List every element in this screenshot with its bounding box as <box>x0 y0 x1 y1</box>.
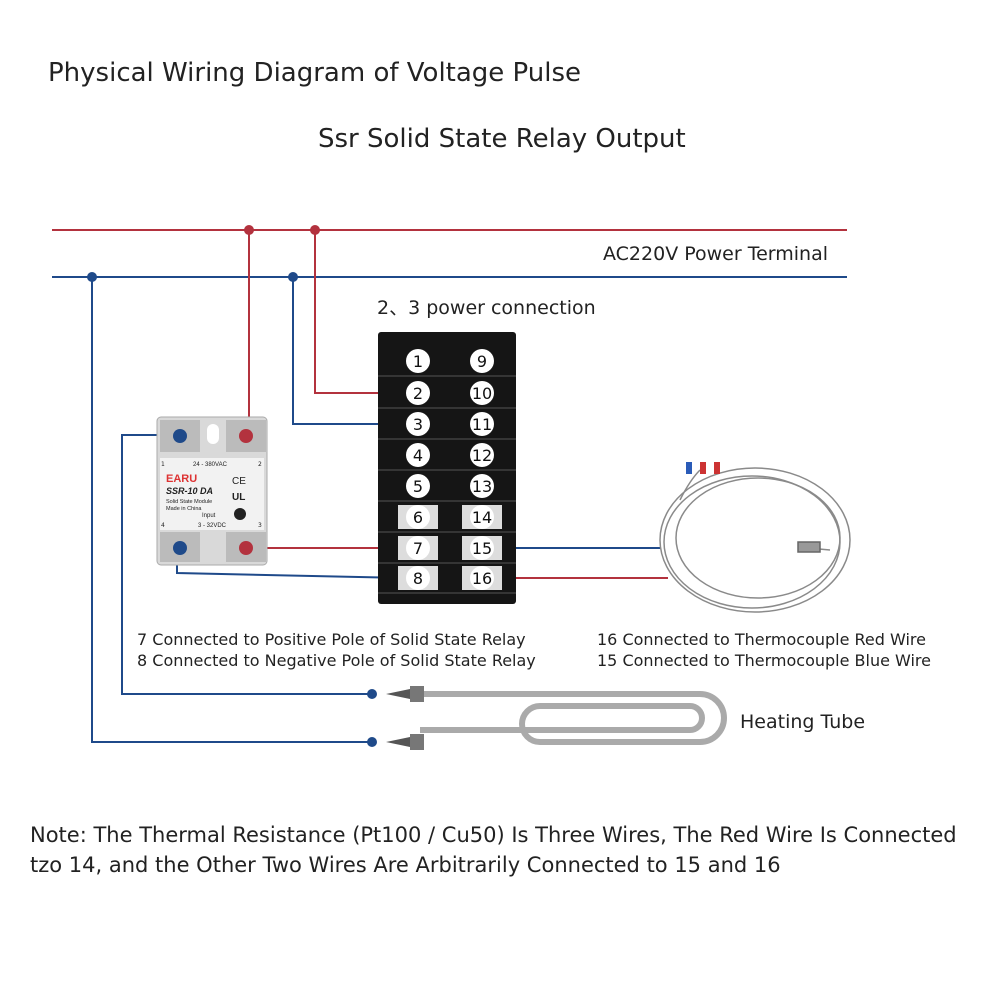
terminal-marker <box>406 412 430 436</box>
terminal-number: 10 <box>472 384 492 403</box>
terminal-marker <box>406 505 430 529</box>
ssr-input-label: Input <box>202 513 216 519</box>
ssr-pin-1: 1 <box>161 461 165 468</box>
terminal-marker <box>470 505 494 529</box>
ssr-pin-2: 2 <box>258 461 262 468</box>
heating-tube <box>386 686 727 750</box>
pin15-note: 15 Connected to Thermocouple Blue Wire <box>597 651 931 670</box>
ssr-ce-mark: CE <box>232 476 246 487</box>
terminal-number: 15 <box>472 539 492 558</box>
ssr-brand: EARU <box>166 473 197 485</box>
terminal-number: 13 <box>472 477 492 496</box>
heating-tube-label: Heating Tube <box>740 711 866 733</box>
terminal-number: 5 <box>413 477 423 496</box>
terminal-marker <box>470 536 494 560</box>
terminal-marker <box>470 443 494 467</box>
terminal-marker <box>406 474 430 498</box>
terminal-marker <box>406 381 430 405</box>
terminal-marker <box>406 536 430 560</box>
terminal-marker <box>470 566 494 590</box>
terminal-marker <box>406 349 430 373</box>
ssr-pin-3: 3 <box>258 522 262 529</box>
wire-ssr-to-heater <box>121 434 372 695</box>
terminal-number: 12 <box>472 446 492 465</box>
wire-neutral-to-heater <box>91 277 372 743</box>
pin16-note: 16 Connected to Thermocouple Red Wire <box>597 630 926 649</box>
terminal-number: 2 <box>413 384 423 403</box>
terminal-number: 3 <box>413 415 423 434</box>
terminal-block: 1 9 2 10 3 11 4 12 5 13 6 14 7 15 8 16 <box>378 332 516 604</box>
terminal-number: 14 <box>472 508 492 527</box>
power-connection-label: 2、3 power connection <box>377 297 596 319</box>
terminal-number: 6 <box>413 508 423 527</box>
terminal-number: 9 <box>477 352 487 371</box>
terminal-number: 4 <box>413 446 423 465</box>
thermocouple <box>659 462 851 613</box>
terminal-marker <box>470 412 494 436</box>
terminal-marker <box>470 474 494 498</box>
ssr-desc2: Made in China <box>166 506 202 512</box>
wire-live-to-2 <box>314 230 405 394</box>
ac-power-terminal-label: AC220V Power Terminal <box>603 243 829 265</box>
ssr-model: SSR-10 DA <box>166 486 213 496</box>
ssr-pin-4: 4 <box>161 522 165 529</box>
terminal-number: 1 <box>413 352 423 371</box>
title-line-1: Physical Wiring Diagram of Voltage Pulse <box>48 58 582 88</box>
terminal-marker <box>406 443 430 467</box>
terminal-marker <box>406 566 430 590</box>
pin7-note: 7 Connected to Positive Pole of Solid St… <box>137 630 526 649</box>
terminal-number: 11 <box>472 415 492 434</box>
wire-neutral-to-3 <box>292 277 405 425</box>
ssr-ul-mark: UL <box>232 492 245 503</box>
footnote: Note: The Thermal Resistance (Pt100 / Cu… <box>30 823 957 877</box>
junction-dots <box>87 225 377 747</box>
title-line-2: Ssr Solid State Relay Output <box>318 124 686 154</box>
terminal-number: 7 <box>413 539 423 558</box>
ssr-desc1: Solid State Module <box>166 499 212 505</box>
ssr-ac-range: 24 - 380VAC <box>193 462 228 468</box>
terminal-marker <box>470 349 494 373</box>
solid-state-relay: EARU SSR-10 DA Solid State Module Made i… <box>156 416 268 566</box>
terminal-marker <box>470 381 494 405</box>
terminal-number: 8 <box>413 569 423 588</box>
terminal-number: 16 <box>472 569 492 588</box>
ssr-dc-range: 3 - 32VDC <box>198 523 227 529</box>
pin8-note: 8 Connected to Negative Pole of Solid St… <box>137 651 536 670</box>
